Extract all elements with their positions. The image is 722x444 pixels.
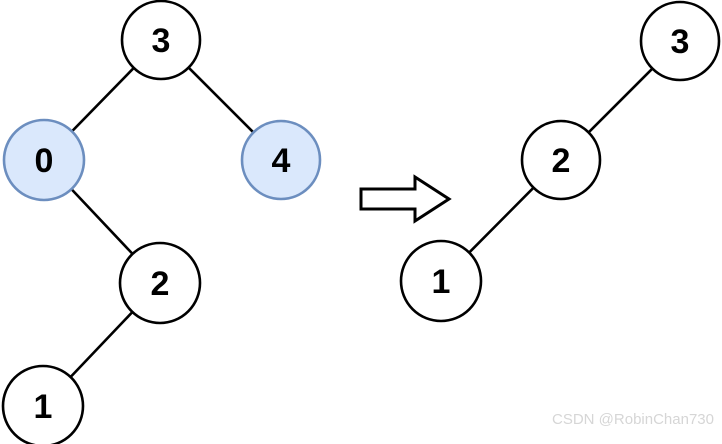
node-value-label: 3 — [671, 23, 690, 61]
tree-node[interactable]: 1 — [399, 239, 483, 323]
node-circle-highlighted[interactable] — [2, 118, 86, 202]
node-value-label: 2 — [151, 265, 170, 303]
node-circle[interactable] — [639, 0, 721, 82]
tree-node[interactable]: 2 — [520, 119, 602, 201]
tree-node[interactable]: 1 — [1, 364, 85, 444]
tree-edge — [587, 67, 654, 134]
node-value-label: 4 — [272, 142, 291, 180]
node-value-label: 1 — [34, 388, 53, 426]
tree-node[interactable]: 4 — [240, 119, 322, 201]
input-tree-edges — [69, 66, 255, 379]
tree-node[interactable]: 3 — [639, 0, 721, 82]
node-value-label: 1 — [432, 263, 451, 301]
tree-node[interactable]: 3 — [120, 0, 202, 81]
node-circle[interactable] — [118, 241, 202, 325]
node-circle[interactable] — [520, 119, 602, 201]
node-value-label: 3 — [152, 22, 171, 60]
tree-edge — [187, 66, 255, 134]
tree-edge — [467, 186, 535, 254]
node-circle[interactable] — [1, 364, 85, 444]
tree-edge — [70, 66, 136, 133]
node-circle[interactable] — [120, 0, 202, 81]
node-value-label: 0 — [35, 142, 54, 180]
output-tree-nodes: 3 2 1 — [399, 0, 721, 323]
node-value-label: 2 — [552, 142, 571, 180]
tree-node[interactable]: 2 — [118, 241, 202, 325]
transform-arrow — [359, 174, 452, 224]
output-tree-edges — [467, 67, 654, 254]
node-circle-highlighted[interactable] — [240, 119, 322, 201]
right-arrow-icon — [359, 174, 452, 224]
input-tree-nodes: 3 0 4 2 1 — [1, 0, 322, 444]
node-circle[interactable] — [399, 239, 483, 323]
watermark-label: CSDN @RobinChan730 — [552, 411, 714, 428]
tree-edge — [69, 310, 134, 379]
tree-edge — [70, 187, 134, 256]
tree-node[interactable]: 0 — [2, 118, 86, 202]
